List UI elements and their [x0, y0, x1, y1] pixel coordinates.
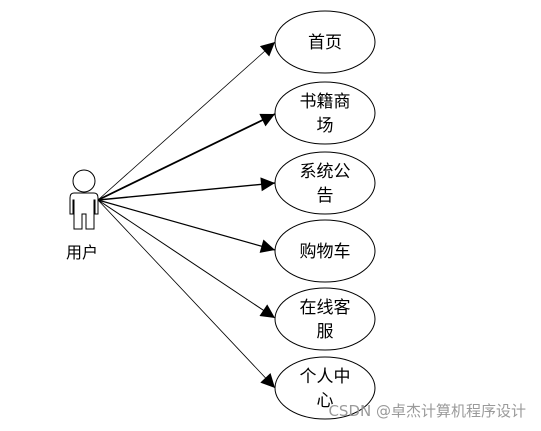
use-case-label: 服 [317, 322, 334, 342]
actor [69, 169, 99, 230]
association-arrow [97, 113, 276, 201]
use-case-label: 个人中 [300, 367, 351, 387]
associations [97, 41, 276, 389]
association-arrow [97, 41, 276, 201]
use-case-label: 在线客 [300, 298, 351, 318]
use-case-home [274, 10, 376, 74]
actor-body [69, 192, 99, 230]
association-arrow [97, 177, 276, 201]
use-case-system-notice [274, 151, 376, 215]
use-case-shopping-cart [274, 219, 376, 283]
use-case-label: 首页 [308, 33, 342, 53]
use-case-label: 告 [317, 186, 334, 206]
use-case-label: 心 [317, 391, 334, 411]
use-case-personal-center [274, 356, 376, 420]
association-arrow [97, 199, 276, 389]
use-case-book-mall [274, 81, 376, 145]
use-case-label: 系统公 [300, 162, 351, 182]
association-arrow [97, 199, 276, 319]
use-case-labels: 首页 书籍商 场 系统公 告 购物车 在线客 服 个人中 心 [300, 33, 351, 411]
use-cases [274, 10, 376, 420]
use-case-label: 书籍商 [300, 92, 351, 112]
watermark: CSDN @卓杰计算机程序设计 [328, 402, 526, 420]
actor-label: 用户 [66, 243, 98, 262]
association-arrow [97, 199, 276, 253]
use-case-label: 场 [317, 116, 334, 136]
actor-head [72, 169, 96, 193]
use-case-label: 购物车 [300, 242, 351, 262]
use-case-online-service [274, 287, 376, 351]
